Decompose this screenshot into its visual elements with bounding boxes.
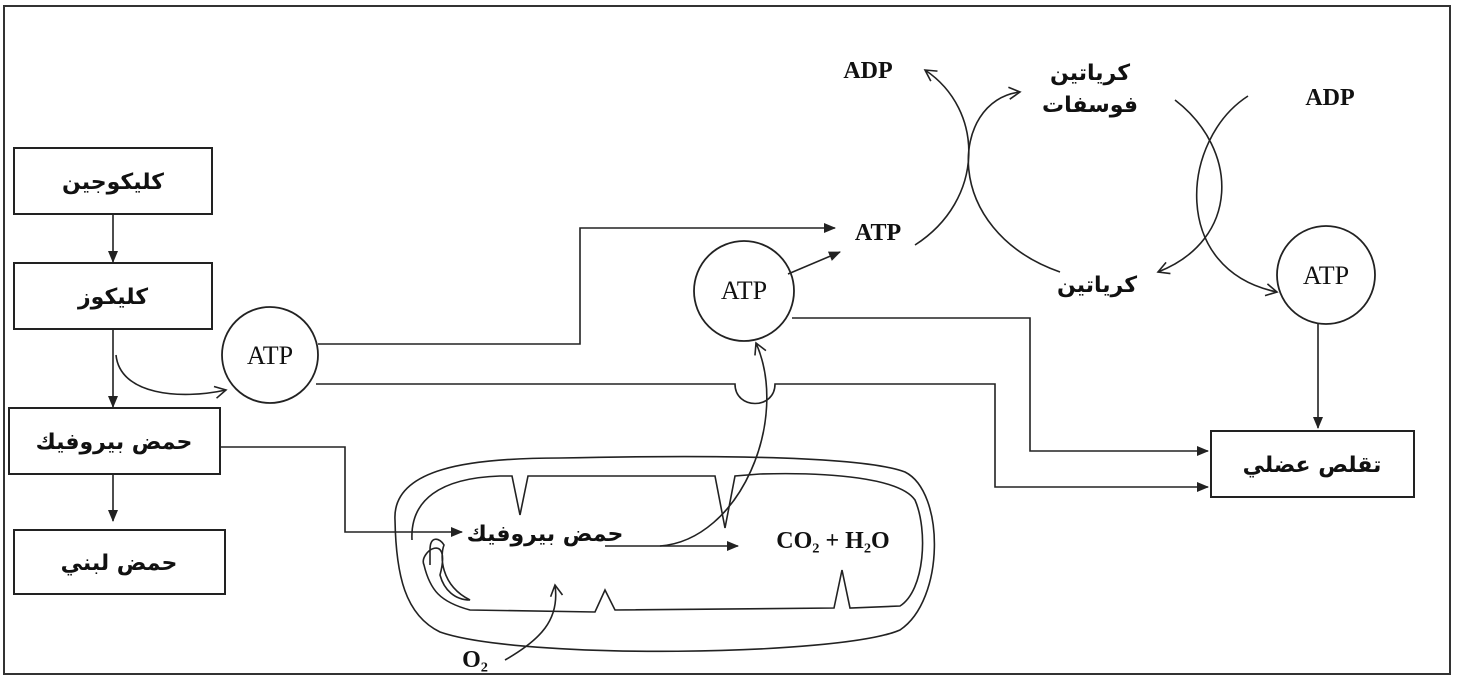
atp-circle-creatine: ATP [1276, 225, 1376, 325]
arrow-respiration-to-atp [659, 341, 768, 547]
pyruvic-acid-box: حمض بيروفيك [8, 407, 221, 475]
glycogen-box: كليكوجين [13, 147, 213, 215]
pyruvic-acid-label: حمض بيروفيك [36, 430, 193, 455]
mitochondrion [394, 455, 936, 653]
adp-label-right: ADP [1305, 85, 1354, 111]
arrow-creatine-to-phosphocreatine [967, 86, 1061, 273]
mito-pyruvic-label: حمض بيروفيك [467, 522, 624, 547]
creatine-label: كرياتين [1057, 273, 1137, 298]
oxygen-label: O₂ [462, 647, 488, 673]
glycogen-label: كليكوجين [62, 170, 164, 195]
lactic-acid-label: حمض لبني [61, 551, 178, 576]
creatine-phosphate-label-2: فوسفات [1042, 93, 1138, 118]
arrow-glycolysis-atp [115, 354, 228, 399]
lactic-acid-box: حمض لبني [13, 529, 226, 595]
atp-circle-glycolysis: ATP [221, 306, 319, 404]
arrow-atp-to-adp [914, 69, 970, 246]
mito-products-label: CO₂ + H₂O [776, 528, 889, 554]
line-atp-middle-to-contraction [792, 317, 1209, 456]
muscle-contraction-label: تقلص عضلي [1243, 453, 1382, 478]
atp-label-glycolysis: ATP [247, 341, 293, 370]
muscle-contraction-box: تقلص عضلي [1210, 430, 1415, 498]
arrow-adp-to-atp [1196, 95, 1279, 297]
line-pyruvic-to-mitochondrion [220, 446, 463, 537]
arrow-phosphocreatine-to-creatine [1156, 99, 1223, 275]
glucose-box: كليكوز [13, 262, 213, 330]
atp-label-respiration: ATP [721, 276, 767, 305]
atp-circle-respiration: ATP [693, 240, 795, 342]
glucose-label: كليكوز [77, 285, 148, 310]
creatine-phosphate-label-1: كرياتين [1050, 61, 1130, 86]
adp-label-left: ADP [843, 58, 892, 84]
diagram-border [3, 5, 1451, 675]
line-atp-to-contraction-lower [316, 383, 1209, 492]
cycle-atp-label: ATP [855, 220, 901, 246]
line-atp-to-cycle-atp [318, 223, 836, 345]
arrow-oxygen-in [504, 583, 564, 661]
arrow-atp-middle-to-cycle [787, 251, 841, 275]
atp-label-creatine: ATP [1303, 261, 1349, 290]
